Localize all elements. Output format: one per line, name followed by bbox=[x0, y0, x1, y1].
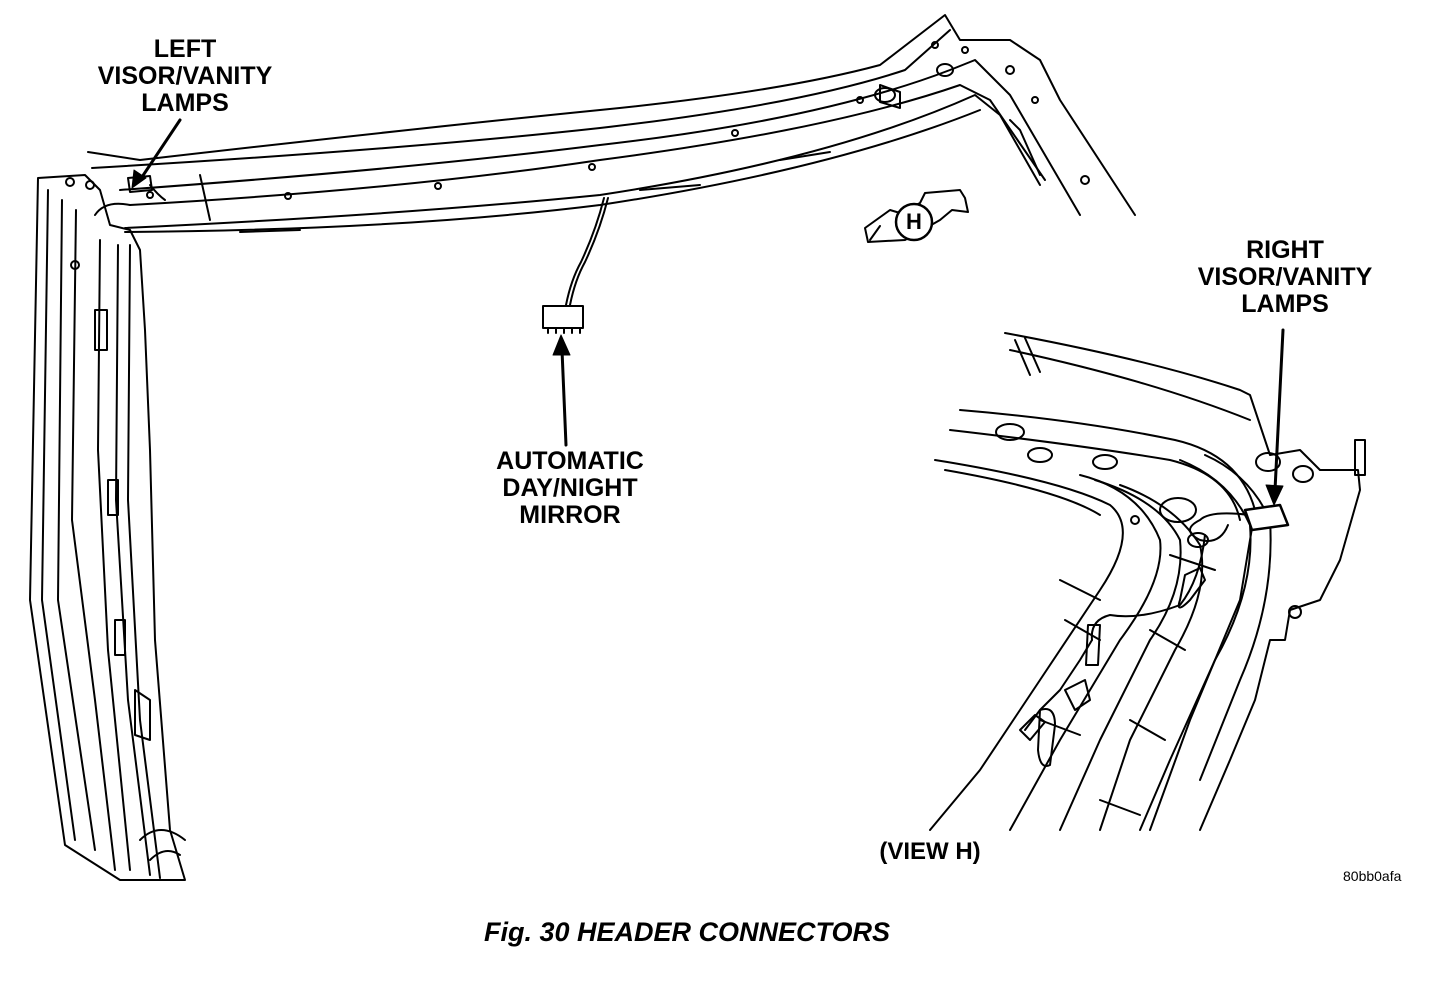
figure-caption: Fig. 30 HEADER CONNECTORS bbox=[484, 917, 891, 947]
image-code: 80bb0afa bbox=[1343, 868, 1402, 884]
left-lamps-leader bbox=[138, 118, 182, 182]
right-lamps-arrowhead bbox=[1265, 484, 1284, 506]
left-lamps-label: LEFT VISOR/VANITY LAMPS bbox=[97, 35, 273, 117]
left-a-pillar bbox=[29, 174, 186, 881]
view-h-marker: H bbox=[906, 209, 922, 234]
right-lamps-label: RIGHT VISOR/VANITY LAMPS bbox=[1197, 236, 1373, 318]
view-h-label: (VIEW H) bbox=[879, 838, 981, 865]
mirror-leader bbox=[560, 348, 568, 447]
right-lamps-leader bbox=[1273, 328, 1285, 492]
roof-header bbox=[87, 14, 1136, 233]
mirror-connector bbox=[542, 197, 609, 334]
leader-arrows bbox=[131, 118, 1285, 506]
mirror-arrowhead bbox=[552, 334, 571, 356]
view-h-arrow bbox=[864, 189, 969, 243]
left-lamps-arrowhead bbox=[131, 169, 147, 189]
mirror-label: AUTOMATIC DAY/NIGHT MIRROR bbox=[496, 447, 644, 529]
view-h-inset bbox=[929, 332, 1366, 831]
